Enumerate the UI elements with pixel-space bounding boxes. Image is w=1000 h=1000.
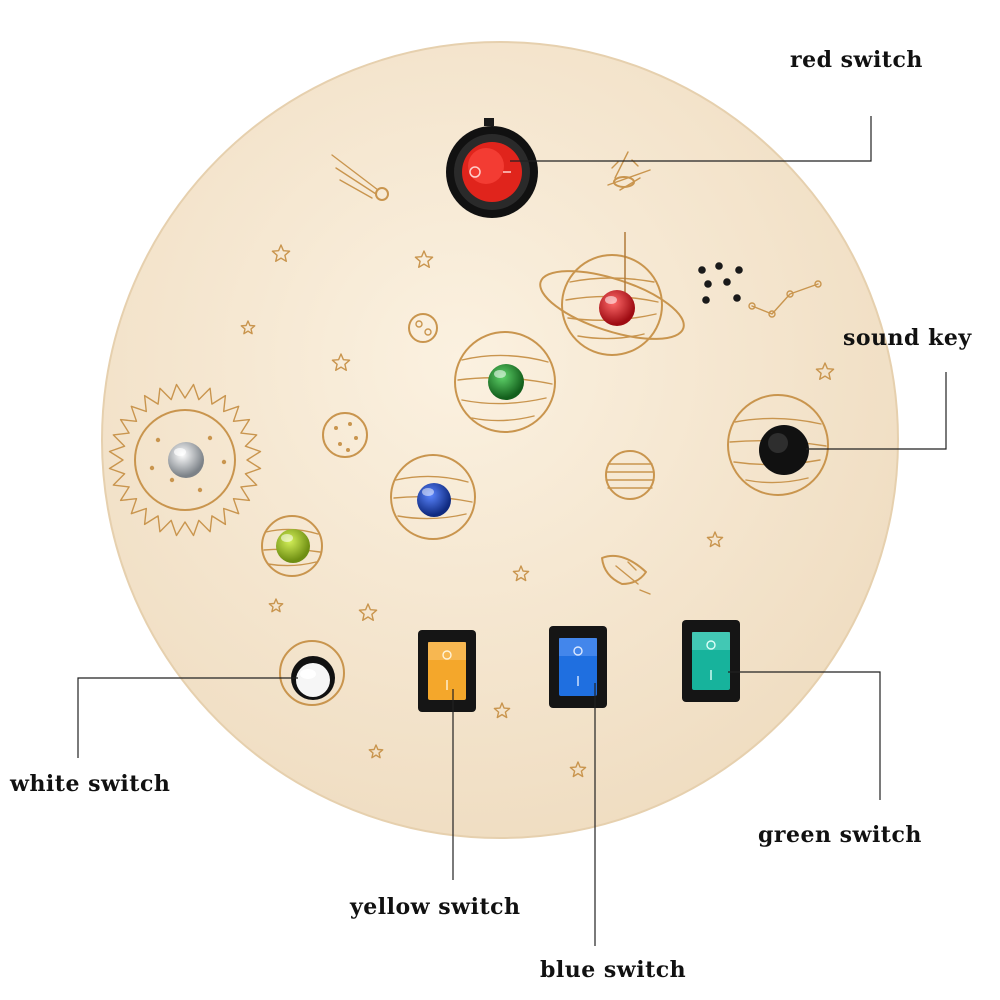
small-moon-engraving bbox=[408, 313, 438, 343]
red-led bbox=[599, 232, 635, 326]
star-engraving-8 bbox=[358, 603, 378, 621]
white-push-switch[interactable] bbox=[291, 656, 335, 700]
green-rocker-switch[interactable] bbox=[682, 620, 740, 702]
red-round-switch[interactable] bbox=[446, 118, 538, 218]
star-engraving-7 bbox=[512, 565, 530, 582]
star-engraving-4 bbox=[331, 353, 351, 371]
yellow-rocker-switch[interactable] bbox=[418, 630, 476, 712]
blue-switch-label: blue switch bbox=[540, 957, 686, 983]
engraved-decorations bbox=[108, 151, 835, 778]
white-switch-leader bbox=[77, 677, 298, 758]
blue-led bbox=[417, 483, 451, 517]
white-switch-label: white switch bbox=[9, 771, 170, 797]
red-switch-label: red switch bbox=[790, 47, 923, 73]
sound-key-button[interactable] bbox=[759, 425, 809, 475]
red-switch-leader bbox=[510, 116, 872, 162]
star-engraving-9 bbox=[268, 598, 284, 613]
green-switch-label: green switch bbox=[758, 822, 922, 848]
sound-key-label: sound key bbox=[843, 325, 972, 351]
constellation-engraving bbox=[748, 280, 822, 318]
speaker-holes bbox=[698, 262, 743, 304]
white-switch-ring-engraving bbox=[279, 640, 345, 706]
star-engraving-5 bbox=[815, 362, 835, 380]
white-led bbox=[168, 442, 204, 478]
green-switch-leader bbox=[728, 671, 881, 800]
rocket-engraving bbox=[601, 554, 651, 595]
blue-rocker-switch[interactable] bbox=[549, 626, 607, 708]
satellite-engraving bbox=[607, 151, 651, 191]
comet-engraving bbox=[331, 154, 389, 201]
green-led bbox=[488, 364, 524, 400]
star-engraving-11 bbox=[368, 744, 384, 759]
star-engraving-2 bbox=[414, 250, 434, 268]
star-engraving-12 bbox=[569, 761, 587, 778]
dotted-moon-engraving bbox=[322, 412, 368, 458]
star-engraving-10 bbox=[493, 702, 511, 719]
leader-lines bbox=[77, 116, 947, 946]
sun-engraving bbox=[108, 383, 262, 537]
star-engraving-3 bbox=[240, 320, 256, 335]
sound-key-leader bbox=[806, 372, 947, 450]
yellow-switch-label: yellow switch bbox=[349, 894, 521, 920]
striped-planet-engraving bbox=[605, 450, 655, 500]
star-engravings bbox=[240, 244, 835, 778]
star-engraving-6 bbox=[706, 531, 724, 548]
star-engraving-1 bbox=[271, 244, 291, 262]
lime-led bbox=[276, 529, 310, 563]
